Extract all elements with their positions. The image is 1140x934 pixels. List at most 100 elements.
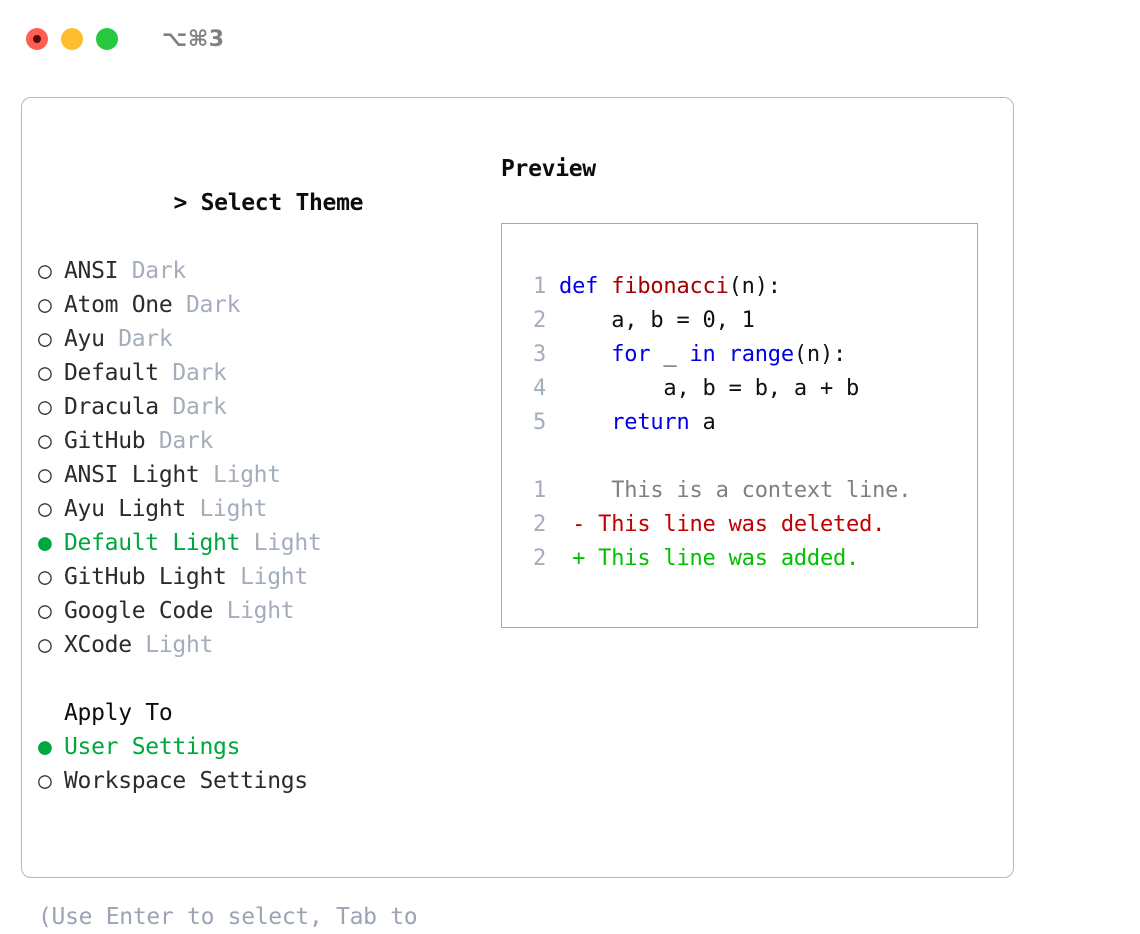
theme-variant-label: Dark <box>145 428 214 454</box>
theme-list-item[interactable]: ○ Default Dark <box>38 356 498 390</box>
theme-variant-label: Dark <box>172 292 241 318</box>
apply-to-header: Apply To <box>64 700 173 726</box>
code-diff-spacer <box>520 440 977 474</box>
line-number: 1 <box>532 478 546 503</box>
code-token: a, b = b, a + b <box>559 376 860 401</box>
line-number: 2 <box>532 546 546 571</box>
theme-list-item[interactable]: ○ GitHub Light Light <box>38 560 498 594</box>
radio-unselected-icon[interactable]: ○ <box>38 258 52 284</box>
theme-picker-panel: > Select Theme ○ANSI Dark○Atom One Dark○… <box>21 97 1014 930</box>
theme-name: Atom One <box>64 292 173 318</box>
theme-name: ANSI Light <box>64 462 200 488</box>
line-number: 3 <box>532 342 546 367</box>
line-number: 5 <box>532 410 546 435</box>
theme-name: Google Code <box>64 598 214 624</box>
radio-unselected-icon[interactable]: ○ <box>38 428 52 454</box>
theme-variant-label: Dark <box>104 326 173 352</box>
keyboard-hint-line-1: (Use Enter to select, Tab to <box>38 904 418 930</box>
title-bar: ⌥⌘3 <box>0 0 1140 78</box>
diff-line: 2 - This line was deleted. <box>520 508 977 542</box>
diff-sample: 1 This is a context line.2 - This line w… <box>520 474 977 576</box>
theme-name: GitHub Light <box>64 564 227 590</box>
code-line: 5 return a <box>520 406 977 440</box>
radio-unselected-icon[interactable]: ○ <box>38 292 52 318</box>
code-token: return <box>611 410 690 435</box>
code-token: def <box>559 274 612 299</box>
radio-unselected-icon[interactable]: ○ <box>38 768 52 794</box>
line-number: 2 <box>532 308 546 333</box>
select-theme-title: Select Theme <box>200 190 364 216</box>
radio-unselected-icon[interactable]: ○ <box>38 496 52 522</box>
maximize-window-icon[interactable] <box>96 28 118 50</box>
theme-variant-label: Dark <box>158 394 227 420</box>
radio-unselected-icon[interactable]: ○ <box>38 394 52 420</box>
theme-name: Ayu <box>64 326 105 352</box>
code-line: 2 a, b = 0, 1 <box>520 304 977 338</box>
theme-variant-label: Light <box>240 530 322 556</box>
code-token <box>559 342 611 367</box>
apply-to-item[interactable]: ○ Workspace Settings <box>38 764 498 798</box>
prompt-caret-icon: > <box>173 190 188 216</box>
radio-unselected-icon[interactable]: ○ <box>38 564 52 590</box>
minimize-window-icon[interactable] <box>61 28 83 50</box>
diff-line: 1 This is a context line. <box>520 474 977 508</box>
close-window-icon[interactable] <box>26 28 48 50</box>
preview-column: Preview 1 def fibonacci(n):2 a, b = 0, 1… <box>501 152 1001 628</box>
code-token: a, b = 0, 1 <box>559 308 755 333</box>
theme-list-item[interactable]: ●Default Light Light <box>38 526 498 560</box>
apply-to-list: ●User Settings ○ Workspace Settings <box>38 730 498 798</box>
line-number: 2 <box>532 512 546 537</box>
theme-selection-column: > Select Theme ○ANSI Dark○Atom One Dark○… <box>38 152 498 934</box>
code-line: 4 a, b = b, a + b <box>520 372 977 406</box>
theme-name: XCode <box>64 632 132 658</box>
diff-text: This line was added. <box>585 546 860 571</box>
theme-list: ○ ANSI Dark ○ Atom One Dark ○ Ayu Dark ○ Defaul… <box>38 254 498 662</box>
theme-list-item[interactable]: ○ ANSI Light Light <box>38 458 498 492</box>
code-token: range <box>728 342 794 367</box>
radio-unselected-icon[interactable]: ○ <box>38 632 52 658</box>
theme-variant-label: Light <box>226 564 308 590</box>
radio-unselected-icon[interactable]: ○ <box>38 462 52 488</box>
code-token <box>716 342 729 367</box>
diff-text: This is a context line. <box>585 478 912 503</box>
theme-name: Ayu Light <box>64 496 186 522</box>
code-token: for <box>611 342 651 367</box>
theme-name: ANSI <box>64 258 119 284</box>
code-token: (n): <box>728 274 781 299</box>
code-token: _ <box>650 342 690 367</box>
theme-variant-label: Light <box>199 462 281 488</box>
radio-unselected-icon[interactable]: ○ <box>38 326 52 352</box>
theme-variant-label: Dark <box>158 360 227 386</box>
apply-to-item[interactable]: ●User Settings <box>38 730 498 764</box>
radio-selected-icon[interactable]: ● <box>38 734 52 760</box>
code-line: 1 def fibonacci(n): <box>520 270 977 304</box>
theme-list-item[interactable]: ○Google Code Light <box>38 594 498 628</box>
apply-to-label: Workspace Settings <box>64 768 308 794</box>
theme-list-item[interactable]: ○ Atom One Dark <box>38 288 498 322</box>
theme-list-item[interactable]: ○ Ayu Light Light <box>38 492 498 526</box>
diff-marker: - <box>572 512 586 537</box>
line-number: 4 <box>532 376 546 401</box>
theme-list-item[interactable]: ○ Ayu Dark <box>38 322 498 356</box>
preview-header: Preview <box>501 156 596 182</box>
theme-list-item[interactable]: ○Dracula Dark <box>38 390 498 424</box>
theme-variant-label: Light <box>185 496 268 522</box>
diff-marker <box>572 478 585 503</box>
code-token: in <box>689 342 716 367</box>
list-spacer <box>38 662 498 696</box>
theme-list-item[interactable]: ○ ANSI Dark <box>38 254 498 288</box>
radio-unselected-icon[interactable]: ○ <box>38 598 52 624</box>
theme-list-item[interactable]: ○ XCode Light <box>38 628 498 662</box>
theme-list-item[interactable]: ○ GitHub Dark <box>38 424 498 458</box>
theme-variant-label: Light <box>131 632 214 658</box>
theme-name: GitHub <box>64 428 146 454</box>
traffic-light-buttons <box>26 28 118 50</box>
select-theme-header: > Select Theme <box>38 152 498 254</box>
radio-unselected-icon[interactable]: ○ <box>38 360 52 386</box>
theme-name: Default <box>64 360 159 386</box>
theme-variant-label: Dark <box>118 258 187 284</box>
radio-selected-icon[interactable]: ● <box>38 530 52 556</box>
